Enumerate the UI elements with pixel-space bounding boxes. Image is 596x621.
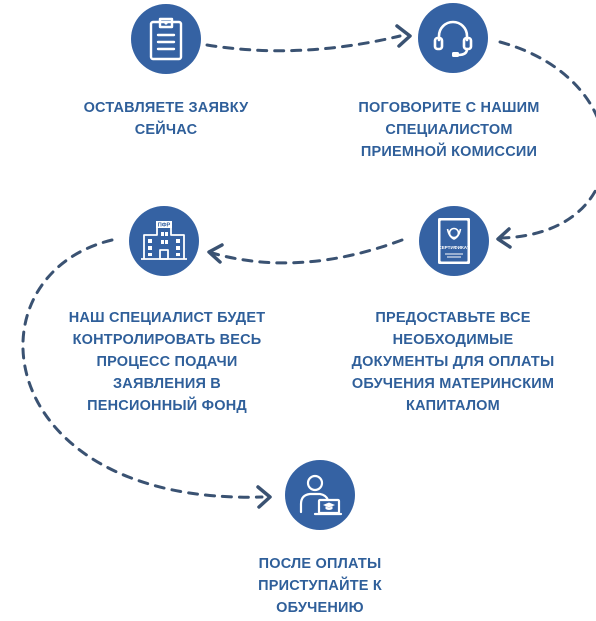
certificate-text: СЕРТИФИКАТ [438, 245, 470, 250]
certificate-document-icon: СЕРТИФИКАТ [438, 218, 470, 264]
step-1-icon-circle [131, 4, 201, 74]
step-5-label: ПОСЛЕ ОПЛАТЫ ПРИСТУПАЙТЕ К ОБУЧЕНИЮ [258, 556, 382, 616]
step-3-label: ПРЕДОСТАВЬТЕ ВСЕ НЕОБХОДИМЫЕ ДОКУМЕНТЫ Д… [351, 310, 555, 414]
headset-icon [433, 20, 473, 57]
arrowhead-step-4 [207, 243, 224, 264]
step-2-icon-circle [418, 3, 488, 73]
arrowhead-step-3 [496, 227, 512, 249]
connector-2-3 [498, 40, 596, 240]
pension-fund-building-icon: ПФР [141, 221, 187, 260]
step-2-label: ПОГОВОРИТЕ С НАШИМ СПЕЦИАЛИСТОМ ПРИЕМНОЙ… [358, 100, 540, 160]
arrowhead-step-2 [395, 24, 412, 48]
step-1-label: ОСТАВЛЯЕТЕ ЗАЯВКУ СЕЙЧАС [83, 100, 249, 138]
step-4-label: НАШ СПЕЦИАЛИСТ БУДЕТ КОНТРОЛИРОВАТЬ ВЕСЬ… [68, 310, 266, 414]
connector-3-4 [210, 238, 404, 265]
step-5-icon-circle [285, 460, 355, 530]
connector-4-5 [21, 238, 264, 499]
step-4-icon-circle: ПФР [129, 206, 199, 276]
step-3-icon-circle: СЕРТИФИКАТ [419, 206, 489, 276]
student-laptop-icon [299, 474, 343, 516]
arrowhead-step-5 [256, 485, 272, 509]
building-sign-text: ПФР [158, 222, 171, 228]
connector-1-2 [205, 34, 402, 53]
clipboard-icon [149, 17, 183, 61]
